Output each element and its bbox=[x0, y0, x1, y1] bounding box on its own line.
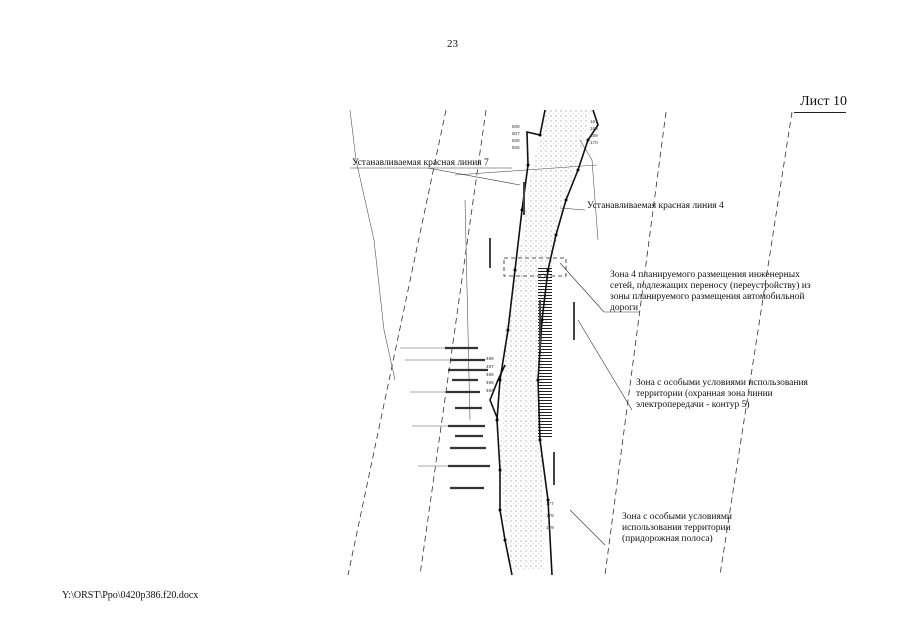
thin-boundaries bbox=[349, 109, 599, 421]
point-label: 179 bbox=[546, 525, 554, 530]
point-labels-left: 508 507 506 505 bbox=[512, 123, 520, 151]
point-label: 508 bbox=[512, 124, 520, 129]
zone-4-outline bbox=[503, 257, 567, 277]
sheet-label-underline bbox=[794, 112, 846, 113]
point-label: 497 bbox=[486, 364, 494, 369]
red-line-7-label: Устанавливаемая красная линия 7 bbox=[352, 158, 489, 168]
point-labels-left-lower: 498 497 496 495 494 bbox=[486, 355, 494, 395]
point-label: 494 bbox=[486, 388, 494, 393]
sheet-label: Лист 10 bbox=[800, 94, 847, 109]
point-label: 496 bbox=[486, 372, 494, 377]
parcel-ticks bbox=[400, 347, 450, 467]
point-label: 506 bbox=[512, 138, 520, 143]
point-labels-right: 167 168 169 170 bbox=[590, 118, 598, 146]
parcel-labels bbox=[445, 346, 490, 490]
point-label: 507 bbox=[512, 131, 520, 136]
leader-lines bbox=[350, 167, 640, 546]
point-label: 168 bbox=[590, 126, 598, 131]
point-label: 169 bbox=[590, 133, 598, 138]
point-label: 170 bbox=[590, 140, 598, 145]
zone-4-line: зоны планируемого размещения автомобильн… bbox=[610, 292, 805, 302]
roadside-zone-line: использования территории bbox=[622, 523, 731, 533]
roadside-zone-line: Зона с особыми условиями bbox=[622, 512, 732, 522]
power-line-zone-label: Зона с особыми условиями использования т… bbox=[636, 378, 836, 411]
point-label: 177 bbox=[546, 501, 554, 506]
file-path-footer: Y:\ORST\Ppo\0420p386.f20.docx bbox=[62, 590, 199, 601]
point-labels-right-lower: 177 178 179 bbox=[546, 498, 554, 534]
dashed-boundaries bbox=[347, 109, 793, 576]
red-line-4-label: Устанавливаемая красная линия 4 bbox=[587, 201, 724, 211]
roadside-zone-line: (придорожная полоса) bbox=[622, 534, 713, 544]
point-label: 498 bbox=[486, 356, 494, 361]
point-label: 178 bbox=[546, 513, 554, 518]
point-label: 495 bbox=[486, 380, 494, 385]
survey-points bbox=[495, 133, 590, 542]
zone-4-label: Зона 4 планируемого размещения инженерны… bbox=[610, 270, 840, 314]
zone-4-line: дороги bbox=[610, 303, 639, 313]
road-corridor bbox=[500, 110, 592, 570]
power-zone-line: территории (охранная зона линии bbox=[636, 389, 773, 399]
red-line-4-path bbox=[537, 109, 599, 576]
power-zone-line: электропередачи - контур 5) bbox=[636, 400, 750, 410]
zone-4-line: Зона 4 планируемого размещения инженерны… bbox=[610, 270, 800, 280]
point-label: 167 bbox=[590, 119, 598, 124]
roadside-zone-label: Зона с особыми условиями использования т… bbox=[622, 512, 792, 545]
power-zone-line: Зона с особыми условиями использования bbox=[636, 378, 808, 388]
page-number: 23 bbox=[447, 38, 458, 50]
vertical-labels bbox=[489, 182, 575, 485]
zone-4-line: сетей, подлежащих переносу (переустройст… bbox=[610, 281, 811, 291]
point-label: 505 bbox=[512, 145, 520, 150]
